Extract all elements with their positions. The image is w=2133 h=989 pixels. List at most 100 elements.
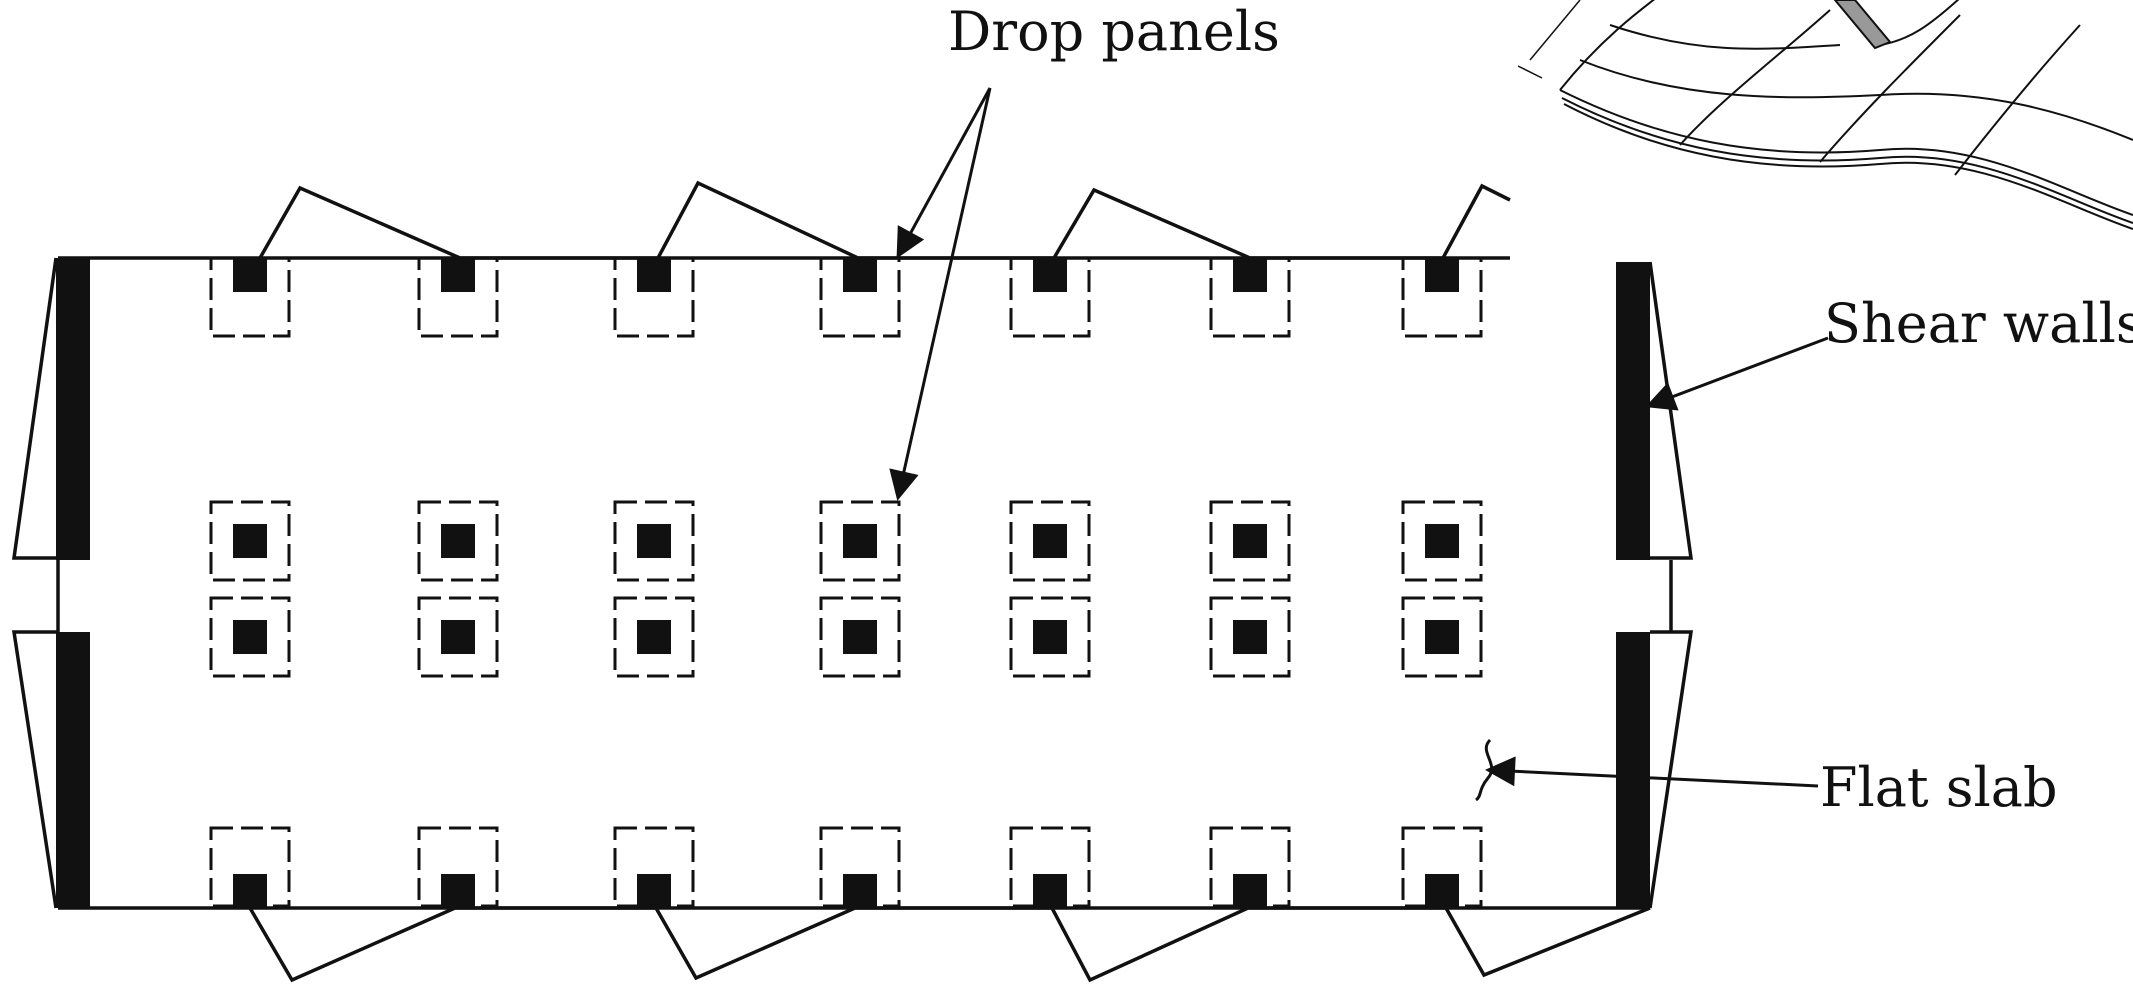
column: [441, 258, 475, 292]
column-interior-lower-3: [613, 596, 695, 678]
column-interior-upper-4: [819, 500, 901, 582]
column: [1233, 874, 1267, 908]
drop-panel: [613, 596, 695, 678]
drop-panel: [1009, 500, 1091, 582]
break-lines: [248, 180, 1651, 983]
column: [233, 524, 267, 558]
shear-walls-leader: [1645, 336, 1829, 411]
column: [637, 620, 671, 654]
column: [441, 874, 475, 908]
column: [1233, 258, 1267, 292]
inset-dimension-tick: [1517, 65, 1543, 79]
column-bottom-edge-4: [819, 826, 901, 908]
column-top-edge-5: [1009, 256, 1091, 338]
column: [1425, 258, 1459, 292]
inset-grid-line-1: [1579, 59, 2133, 141]
drop-panel: [1401, 596, 1483, 678]
inset-slab-front-edge-2: [1561, 97, 2133, 224]
drop-panel: [1209, 596, 1291, 678]
drop-panel: [819, 596, 901, 678]
drop-panels-label: Drop panels: [948, 0, 1280, 63]
column: [843, 258, 877, 292]
shear-wall-left-lower-outline: [11, 630, 58, 909]
inset-slab-top-edge: [1559, 0, 1656, 91]
column-interior-lower-1: [209, 596, 291, 678]
column-top-edge-1: [209, 256, 291, 338]
column: [1033, 874, 1067, 908]
column: [441, 620, 475, 654]
shear-wall-right-upper: [1616, 262, 1650, 560]
inset-grid-line-5: [1954, 24, 2081, 176]
shear-wall-right-upper-outline: [1648, 261, 1694, 560]
column: [233, 258, 267, 292]
slab-outline: [56, 256, 1673, 910]
column: [1233, 620, 1267, 654]
shear-wall-left-lower: [56, 632, 90, 908]
column-bottom-edge-7: [1401, 826, 1483, 908]
column-interior-lower-2: [417, 596, 499, 678]
column: [1033, 620, 1067, 654]
shear-walls: [11, 257, 1694, 909]
column-bottom-edge-2: [417, 826, 499, 908]
leader-lines: [889, 87, 1829, 802]
shear-wall-right-lower: [1616, 632, 1650, 908]
inset-slab-front-edge: [1559, 89, 2133, 216]
flat-slab-leader: [1485, 756, 1819, 788]
drop-panel: [209, 596, 291, 678]
isometric-slab-inset: [1517, 0, 2133, 230]
column: [637, 874, 671, 908]
column: [1425, 874, 1459, 908]
column: [233, 620, 267, 654]
column-top-edge-4: [819, 256, 901, 338]
column-bottom-edge-1: [209, 826, 291, 908]
drop-panel: [1401, 500, 1483, 582]
drop-panel: [417, 500, 499, 582]
column-interior-lower-5: [1009, 596, 1091, 678]
drop-panel: [1209, 500, 1291, 582]
shear-wall-left-upper: [56, 258, 90, 560]
column: [1033, 524, 1067, 558]
column-top-edge-2: [417, 256, 499, 338]
column-bottom-edge-6: [1209, 826, 1291, 908]
drop-panel: [819, 500, 901, 582]
inset-slab-front-edge-3: [1563, 103, 2133, 230]
drop-panel: [209, 500, 291, 582]
column-interior-lower-6: [1209, 596, 1291, 678]
drop-panels-leader-upper: [896, 87, 992, 259]
drop-panels-leader-lower: [889, 87, 992, 501]
column: [441, 524, 475, 558]
column-interior-upper-2: [417, 500, 499, 582]
inset-grid-line-4: [1819, 14, 1961, 163]
top-zigzag-break-line: [258, 180, 1511, 260]
inset-grid-line-2: [1609, 24, 1841, 50]
columns-and-drop-panels: [209, 256, 1483, 908]
column-interior-lower-4: [819, 596, 901, 678]
column-top-edge-6: [1209, 256, 1291, 338]
column: [637, 524, 671, 558]
shear-wall-left-upper-outline: [11, 257, 58, 560]
shear-wall-right-lower-outline: [1648, 630, 1694, 909]
column-interior-upper-7: [1401, 500, 1483, 582]
column: [637, 258, 671, 292]
column-interior-upper-5: [1009, 500, 1091, 582]
column-interior-upper-3: [613, 500, 695, 582]
column: [1033, 258, 1067, 292]
column: [843, 620, 877, 654]
column: [233, 874, 267, 908]
column: [1425, 524, 1459, 558]
column-bottom-edge-3: [613, 826, 695, 908]
drop-panel: [417, 596, 499, 678]
inset-grid-line-3: [1679, 9, 1831, 146]
column: [1233, 524, 1267, 558]
column-interior-upper-1: [209, 500, 291, 582]
inset-column-stub: [1833, 0, 1892, 50]
column-interior-lower-7: [1401, 596, 1483, 678]
drop-panel: [613, 500, 695, 582]
flat-slab-label: Flat slab: [1820, 756, 2058, 819]
column: [1425, 620, 1459, 654]
column: [843, 524, 877, 558]
drop-panel: [1009, 596, 1091, 678]
column-top-edge-3: [613, 256, 695, 338]
